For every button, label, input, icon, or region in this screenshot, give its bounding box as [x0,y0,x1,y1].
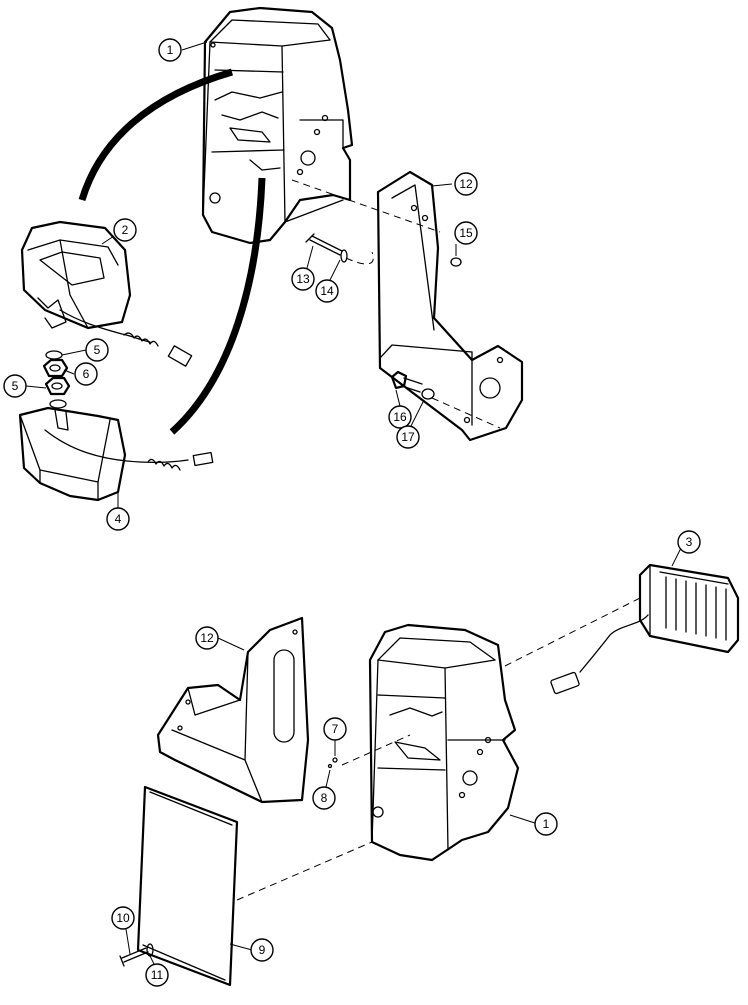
nut-15 [450,257,462,267]
svg-text:11: 11 [151,968,164,982]
callout-2: 2 [113,218,137,242]
lamp-housing-top [201,6,354,245]
nut-17 [421,388,435,400]
centerline-bolt-16 [431,397,501,429]
callout-5-upper: 5 [85,338,109,362]
svg-text:15: 15 [459,226,473,240]
work-lamp-upper [20,220,193,367]
callout-4: 4 [106,507,130,531]
callout-10: 10 [111,906,135,930]
callout-13: 13 [291,267,315,291]
centerline-tail-lamp [504,597,641,667]
centerline-housing-bracket [291,179,441,233]
svg-text:3: 3 [686,535,693,549]
svg-text:14: 14 [320,284,334,298]
nut-lower [44,376,71,396]
centerline-bracket-housing [341,734,411,766]
lamp-bracket-top [376,170,524,442]
screw-10 [119,947,149,967]
callout-9: 9 [250,938,274,962]
nut-8 [327,763,333,769]
callout-11: 11 [145,963,169,987]
svg-text:9: 9 [259,943,266,957]
svg-text:1: 1 [543,817,550,831]
svg-text:17: 17 [401,430,415,444]
washer-7 [332,757,338,763]
tail-lamp [550,563,740,695]
bolt-16 [390,370,423,393]
callout-7: 7 [323,717,347,741]
leader-11 [149,955,155,965]
callout-6: 6 [74,362,98,386]
leader-8 [325,769,331,788]
svg-text:13: 13 [296,272,310,286]
callout-1-bottom: 1 [534,812,558,836]
lamp-bracket-bottom [156,616,310,804]
callout-17: 17 [396,425,420,449]
assembly-arrow-upper [78,68,233,202]
callout-12-top: 12 [454,172,478,196]
callout-14: 14 [315,279,339,303]
nut-6 [42,358,69,378]
svg-text:7: 7 [332,722,339,736]
svg-text:4: 4 [115,512,122,526]
bolt-13 [305,233,343,256]
lamp-housing-bottom [368,623,520,862]
svg-text:12: 12 [459,177,473,191]
license-plate-9 [136,785,239,987]
callout-3: 3 [677,530,701,554]
washer-14 [340,249,348,263]
centerline-plate-housing [236,841,373,901]
leader-10 [125,928,131,955]
svg-text:16: 16 [393,410,407,424]
callout-15: 15 [454,221,478,245]
svg-text:2: 2 [122,223,129,237]
svg-text:12: 12 [200,631,214,645]
callout-16: 16 [388,405,412,429]
svg-text:1: 1 [167,43,174,57]
callout-8: 8 [312,786,336,810]
svg-text:8: 8 [321,791,328,805]
callout-12-bottom: 12 [195,626,219,650]
svg-text:6: 6 [83,367,90,381]
svg-text:5: 5 [12,379,19,393]
callout-5-lower: 5 [3,374,27,398]
svg-text:5: 5 [94,343,101,357]
centerline-bolt-13 [345,251,374,265]
svg-text:10: 10 [116,911,130,925]
callout-1-top: 1 [158,38,182,62]
washer-upper [45,350,63,360]
assembly-arrow-lower [169,177,266,435]
leader-lines [25,41,685,951]
washer-lower [49,399,67,409]
